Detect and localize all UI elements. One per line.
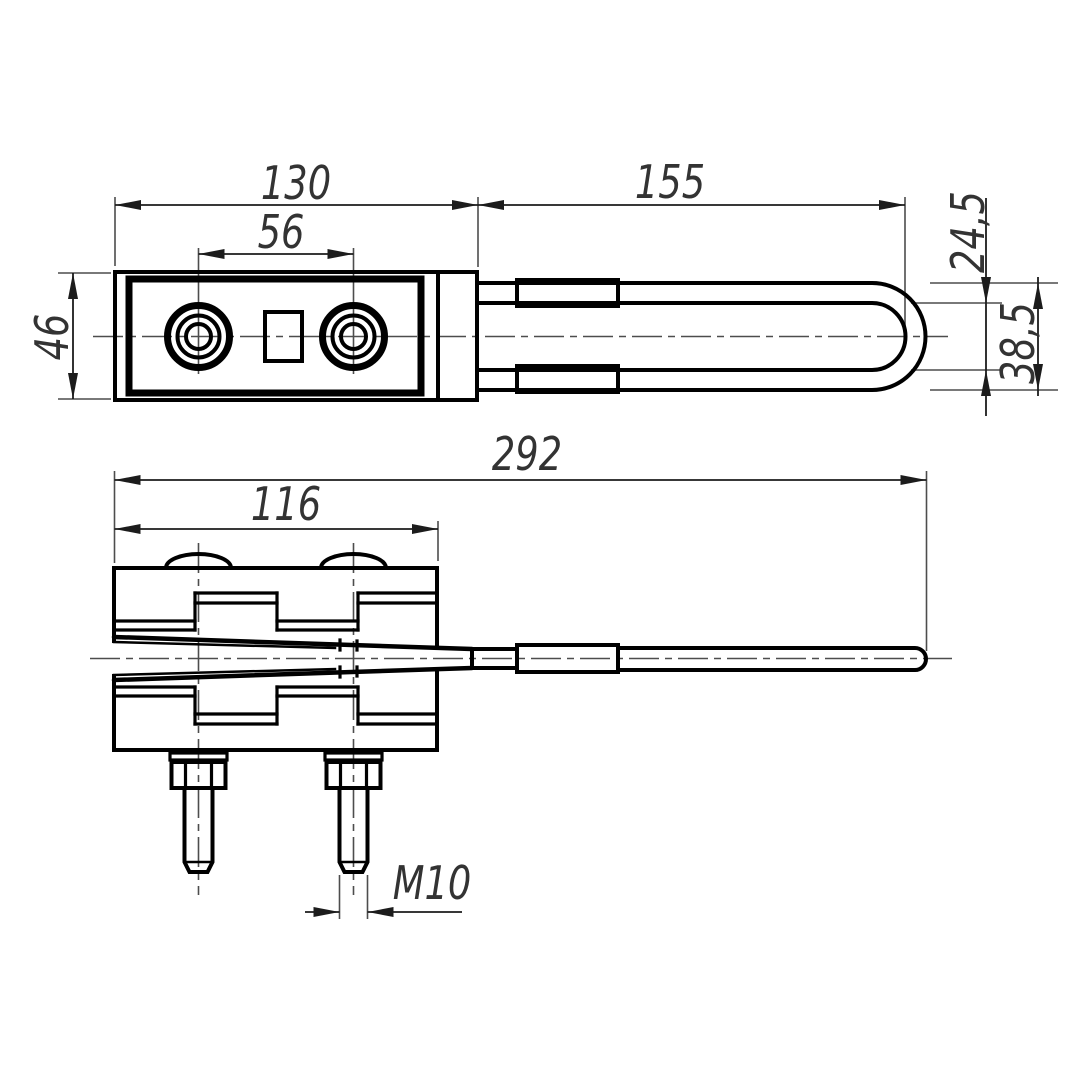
bolt-shank — [182, 786, 215, 874]
dim-clamp-width-label: 130 — [261, 156, 331, 210]
bolt-dome-right — [318, 552, 389, 571]
dim-loop-inner-width-label: 24,5 — [941, 191, 995, 273]
dim-46: 46 — [25, 273, 79, 399]
bolt-shank — [337, 786, 370, 874]
bolt-dome-left — [163, 552, 234, 571]
dim-292: 292 — [114, 427, 927, 485]
top-view: 130 155 56 46 — [25, 155, 1058, 416]
ferrule-top — [515, 278, 620, 308]
dim-overall-length-label: 292 — [492, 427, 562, 481]
bolt-side-view-left — [168, 751, 229, 874]
hex-nut — [169, 760, 228, 790]
clamp-body-top-view — [113, 270, 479, 402]
upper-jaw-teeth — [112, 591, 439, 632]
bolt-top-view-right — [319, 302, 388, 371]
dim-130-155: 130 155 — [115, 155, 905, 210]
dim-loop-outer-width-label: 38,5 — [991, 302, 1045, 384]
dim-m10: M10 — [305, 856, 471, 919]
rod-end — [616, 646, 928, 672]
side-view: 292 116 M10 — [90, 427, 952, 919]
dim-24-5: 24,5 — [941, 191, 995, 416]
dim-bolt-thread-label: M10 — [393, 856, 472, 910]
wire-rod-side-view — [470, 643, 928, 674]
lower-wedge — [111, 665, 475, 683]
lower-jaw-teeth — [112, 685, 439, 726]
dim-56: 56 — [198, 205, 354, 259]
bail-loop — [475, 278, 928, 394]
dim-116: 116 — [114, 477, 438, 534]
dim-bolt-spacing-label: 56 — [258, 205, 305, 259]
ferrule-side-view — [515, 643, 620, 674]
dim-body-length-label: 116 — [251, 477, 321, 531]
bolt-top-view-left — [164, 302, 233, 371]
dim-loop-length-label: 155 — [635, 155, 705, 209]
side-view-aux-lines — [90, 471, 952, 895]
dim-body-height-label: 46 — [25, 314, 79, 361]
square-hole — [263, 310, 304, 363]
upper-wedge — [111, 634, 475, 652]
hex-nut — [324, 760, 383, 790]
clamp-body-side-view — [111, 552, 475, 752]
dim-38-5: 38,5 — [991, 277, 1045, 396]
ferrule-bottom — [515, 364, 620, 394]
bolt-side-view-right — [323, 751, 384, 874]
